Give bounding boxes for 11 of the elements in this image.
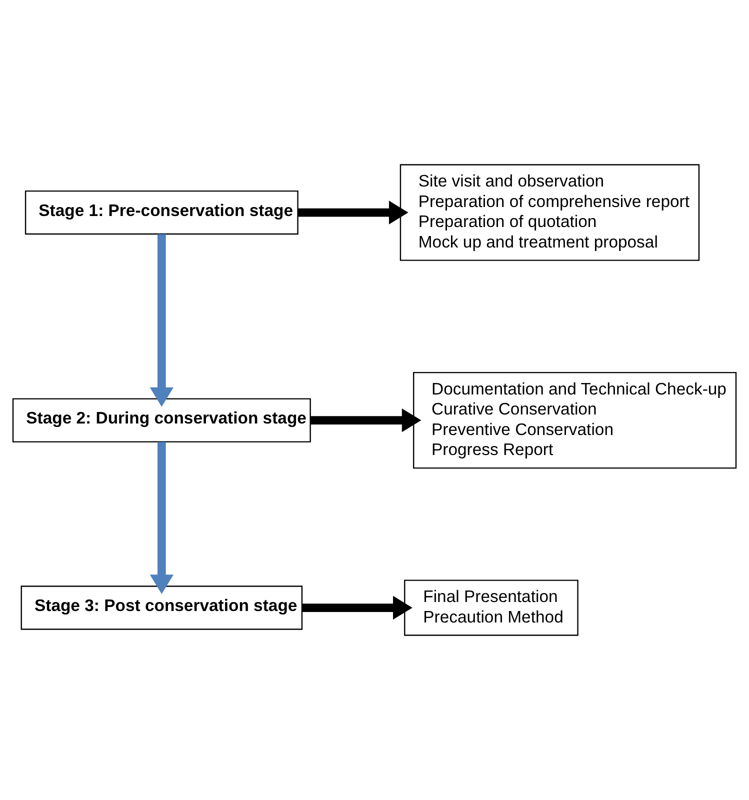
node-box: Final Presentation Precaution Method [404, 580, 578, 636]
node-box: Site visit and observation Preparation of comprehensive report Preparation of quotation Mock up and treatment proposal [400, 164, 700, 261]
node-box: Stage 1: Pre-conservation stage [24, 190, 298, 235]
arrow [310, 408, 422, 432]
node-box: Documentation and Technical Check-up Curative Conservation Preventive Conservation Progress Report [413, 372, 737, 469]
arrow [150, 234, 174, 407]
arrow [150, 442, 174, 594]
node-box: Stage 3: Post conservation stage [20, 586, 303, 630]
node-box: Stage 2: During conservation stage [12, 398, 311, 442]
arrow [298, 200, 408, 224]
arrow [302, 596, 412, 620]
